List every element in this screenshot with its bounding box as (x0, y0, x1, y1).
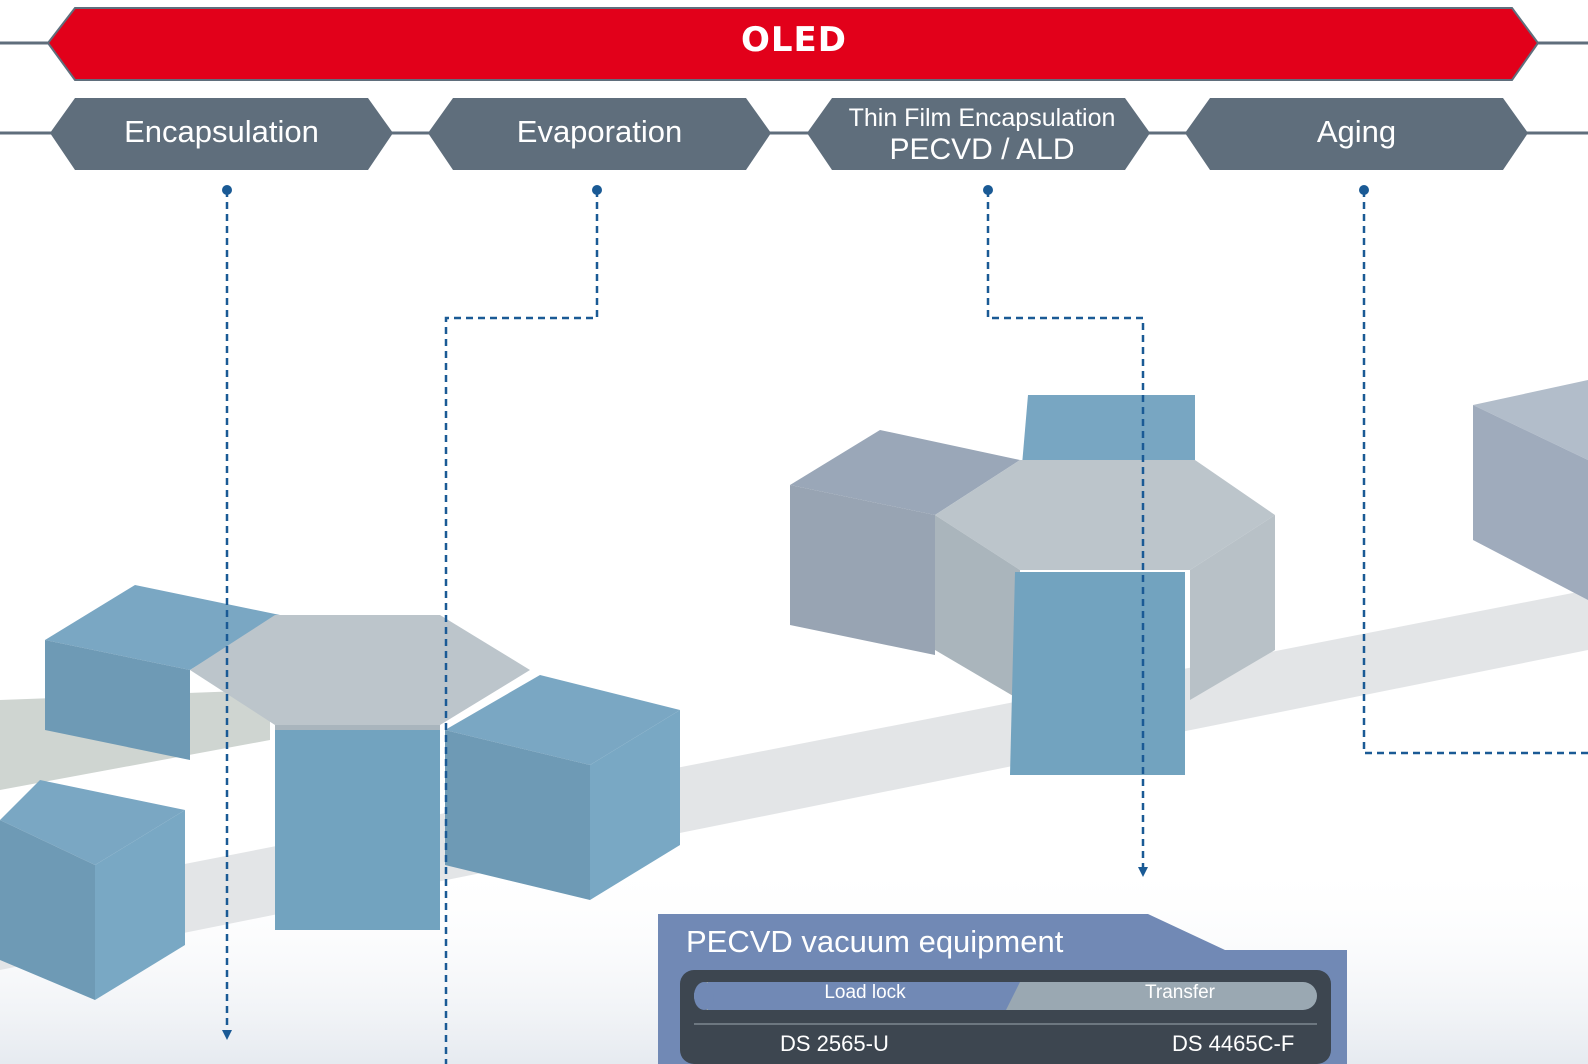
oled-banner (46, 7, 1540, 81)
step-label-aging: Aging (1316, 114, 1397, 149)
tab-load-lock: Load lock (824, 982, 906, 1003)
model-transfer: DS 4465C-F (1172, 1031, 1295, 1056)
connector-dot-thin-film (983, 185, 993, 195)
step-label-thin-film-line2: PECVD / ALD (889, 133, 1075, 166)
step-label-encapsulation: Encapsulation (124, 114, 319, 149)
connector-dot-encapsulation (222, 185, 232, 195)
tab-transfer: Transfer (1144, 982, 1216, 1003)
step-hex-aging (1185, 98, 1528, 170)
step-hex-thin-film (807, 98, 1150, 170)
panel-title: PECVD vacuum equipment (686, 924, 1064, 959)
step-hex-encapsulation (50, 98, 393, 170)
banner-title: OLED (740, 20, 848, 60)
step-hex-evaporation (428, 98, 771, 170)
connector-thin-film (986, 190, 1148, 877)
connector-evaporation (444, 190, 599, 1064)
machine-cluster-center (790, 395, 1275, 775)
step-label-thin-film-line1: Thin Film Encapsulation (848, 104, 1116, 132)
step-label-evaporation: Evaporation (516, 114, 683, 149)
machine-cluster-right (1473, 380, 1588, 600)
connectors (222, 190, 1588, 1064)
connector-dot-aging (1359, 185, 1369, 195)
connector-aging (1362, 190, 1588, 755)
connector-dot-evaporation (592, 185, 602, 195)
model-load-lock: DS 2565-U (780, 1031, 889, 1056)
pecvd-panel (658, 914, 1347, 1064)
